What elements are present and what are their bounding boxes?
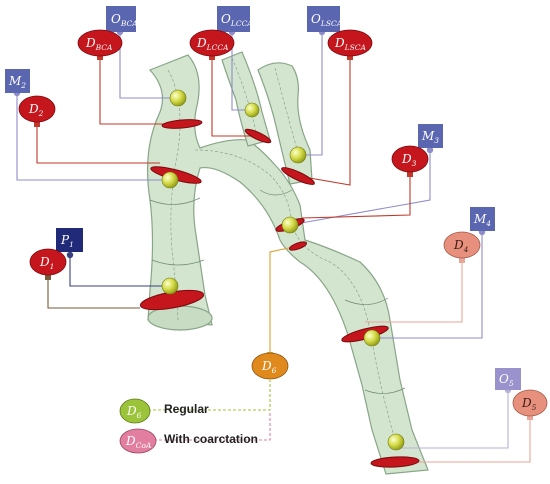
vessel-mesh-rings bbox=[149, 189, 406, 394]
label-o5: O5 bbox=[495, 368, 521, 390]
svg-text:D4: D4 bbox=[453, 238, 469, 254]
cross-section-lcca bbox=[244, 128, 272, 144]
svg-text:DLSCA: DLSCA bbox=[334, 36, 366, 52]
legend-regular-text: Regular bbox=[164, 402, 209, 416]
legend-regular: D6 Regular bbox=[119, 398, 209, 424]
legend-coarctation-text: With coarctation bbox=[164, 432, 258, 446]
svg-text:M3: M3 bbox=[421, 129, 439, 145]
legend-coarctation: DCoA With coarctation bbox=[119, 428, 258, 454]
label-d3: D3 bbox=[391, 145, 429, 173]
connector-lines bbox=[16, 32, 531, 463]
svg-text:D5: D5 bbox=[521, 396, 537, 412]
svg-text:OBCA: OBCA bbox=[111, 12, 138, 28]
label-d-lcca: DLCCA bbox=[189, 29, 235, 57]
svg-text:D1: D1 bbox=[39, 255, 54, 271]
svg-text:DBCA: DBCA bbox=[85, 36, 113, 52]
label-m3: M3 bbox=[418, 124, 443, 148]
label-d5: D5 bbox=[512, 389, 548, 417]
label-d2: D2 bbox=[18, 95, 56, 123]
label-d1: D1 bbox=[29, 248, 67, 276]
label-p1: P1 bbox=[56, 228, 83, 252]
svg-text:D6: D6 bbox=[261, 359, 277, 375]
label-o-lsca: OLSCA bbox=[307, 6, 343, 32]
centroid-markers bbox=[161, 89, 405, 451]
svg-text:OLSCA: OLSCA bbox=[311, 12, 343, 28]
svg-text:OLCCA: OLCCA bbox=[221, 12, 253, 28]
legend: D6 Regular DCoA With coarctation bbox=[119, 398, 258, 454]
svg-text:M4: M4 bbox=[473, 212, 491, 228]
label-d-bca: DBCA bbox=[77, 29, 123, 57]
label-d-lsca: DLSCA bbox=[327, 29, 373, 57]
svg-text:M2: M2 bbox=[8, 74, 26, 90]
svg-text:P1: P1 bbox=[60, 233, 74, 249]
label-d4: D4 bbox=[443, 231, 481, 259]
label-m2: M2 bbox=[5, 69, 30, 93]
svg-text:D6: D6 bbox=[126, 404, 142, 420]
label-d6: D6 bbox=[251, 352, 289, 380]
cross-section-lsca bbox=[281, 167, 315, 185]
label-m4: M4 bbox=[470, 207, 495, 231]
label-o-bca: OBCA bbox=[106, 6, 138, 32]
svg-text:DCoA: DCoA bbox=[125, 434, 152, 450]
svg-text:D3: D3 bbox=[401, 152, 417, 168]
label-o-lcca: OLCCA bbox=[217, 6, 253, 32]
svg-text:O5: O5 bbox=[499, 372, 514, 388]
cross-section-bca bbox=[161, 119, 203, 129]
cross-section-d6 bbox=[288, 241, 308, 251]
svg-text:D2: D2 bbox=[28, 102, 44, 118]
cross-section-d5 bbox=[370, 456, 420, 468]
svg-text:DLCCA: DLCCA bbox=[196, 36, 229, 52]
